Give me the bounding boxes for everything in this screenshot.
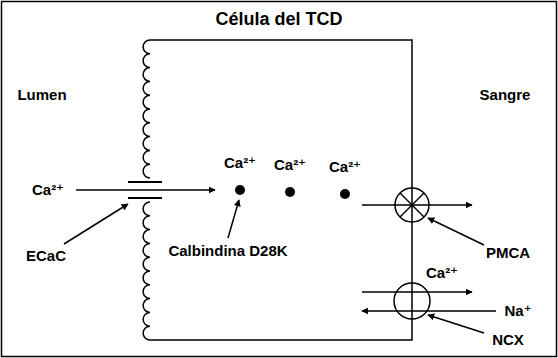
diagram-title: Célula del TCD xyxy=(215,10,342,30)
protein-label: Calbindina D28K xyxy=(168,243,287,260)
microvilli xyxy=(143,40,150,178)
leader-line xyxy=(64,204,128,244)
region-label: Lumen xyxy=(17,87,66,104)
flux-arrow xyxy=(362,310,496,312)
microvilli xyxy=(143,202,150,340)
exchanger-symbol xyxy=(394,283,430,319)
leader-line xyxy=(428,315,484,333)
flux-arrow xyxy=(76,189,215,191)
ion-label: Ca²⁺ xyxy=(329,159,361,176)
ion-label: Ca²⁺ xyxy=(426,265,458,282)
region-label: Sangre xyxy=(480,87,531,104)
transporter-label: ECaC xyxy=(26,248,66,265)
channel-wall xyxy=(128,197,162,199)
calbindin-dot xyxy=(235,185,245,195)
ion-label: Ca²⁺ xyxy=(32,182,64,199)
calbindin-dot xyxy=(340,189,350,199)
leader-line xyxy=(228,200,239,238)
calbindin-dot xyxy=(285,187,295,197)
pump-symbol xyxy=(400,193,424,217)
flux-arrow xyxy=(362,204,472,206)
ion-label: Ca²⁺ xyxy=(274,157,306,174)
pump-symbol xyxy=(395,188,429,222)
leader-line xyxy=(428,218,484,245)
flux-arrow xyxy=(362,291,472,293)
ion-label: Na⁺ xyxy=(504,303,531,320)
ion-label: Ca²⁺ xyxy=(224,155,256,172)
transporter-label: NCX xyxy=(492,332,524,349)
channel-wall xyxy=(128,181,162,183)
transporter-label: PMCA xyxy=(486,245,530,262)
pump-symbol xyxy=(400,193,424,217)
